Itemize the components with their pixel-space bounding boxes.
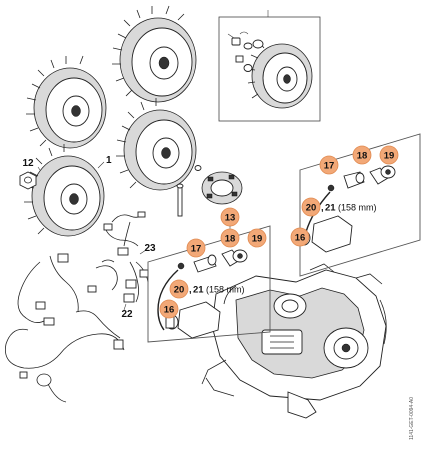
svg-text:16: 16: [295, 233, 306, 244]
svg-text:(158 mm): (158 mm): [206, 285, 245, 295]
leader-12: [37, 166, 41, 171]
engine-block: [201, 263, 387, 419]
callout-upper-17: 17: [319, 155, 339, 175]
flywheel-middle: [116, 98, 197, 191]
callout-box-lower: [147, 225, 271, 343]
leader-1: [97, 161, 105, 169]
svg-text:21: 21: [193, 285, 204, 296]
wire-harness-22-23: [123, 249, 149, 311]
flywheel-left-upper: [26, 55, 107, 149]
svg-text:(158 mm): (158 mm): [338, 203, 377, 213]
svg-text:16: 16: [164, 305, 175, 316]
svg-text:20: 20: [174, 285, 185, 296]
svg-text:21: 21: [325, 203, 336, 214]
svg-text:19: 19: [384, 151, 395, 162]
inset-box: [218, 10, 321, 122]
svg-text:18: 18: [225, 234, 236, 245]
label-12: 12: [22, 158, 34, 169]
wire-harness-upper: [103, 211, 146, 256]
svg-text:20: 20: [306, 203, 317, 214]
svg-text:13: 13: [225, 213, 236, 224]
callout-upper-18: 18: [352, 145, 372, 165]
callout-lower-17: 17: [186, 238, 206, 258]
callout-lower-18: 18: [220, 228, 240, 248]
flywheel-top: [112, 5, 197, 103]
callout-13: 13: [220, 207, 240, 229]
label-23: 23: [144, 243, 156, 254]
svg-text:17: 17: [324, 161, 335, 172]
callout-upper-19: 19: [379, 145, 399, 165]
svg-text:,: ,: [189, 285, 192, 296]
callout-lower-20-21: 20 , 21 (158 mm): [169, 279, 245, 299]
svg-text:17: 17: [191, 244, 202, 255]
stator: [176, 165, 243, 217]
svg-text:19: 19: [252, 234, 263, 245]
label-1: 1: [106, 155, 112, 166]
nut-12: [19, 171, 37, 190]
label-22: 22: [121, 309, 133, 320]
callout-lower-16: 16: [159, 299, 179, 319]
callout-upper-20-21: 20 , 21 (158 mm): [301, 197, 377, 217]
document-code: 1141-GET-0094-A0: [409, 397, 415, 440]
callout-upper-16: 16: [290, 227, 310, 247]
flywheel-left-lower: [24, 144, 105, 237]
svg-text:,: ,: [321, 203, 324, 214]
svg-text:18: 18: [357, 151, 368, 162]
callout-lower-19: 19: [247, 228, 267, 248]
wire-harness-lower: [5, 253, 125, 403]
